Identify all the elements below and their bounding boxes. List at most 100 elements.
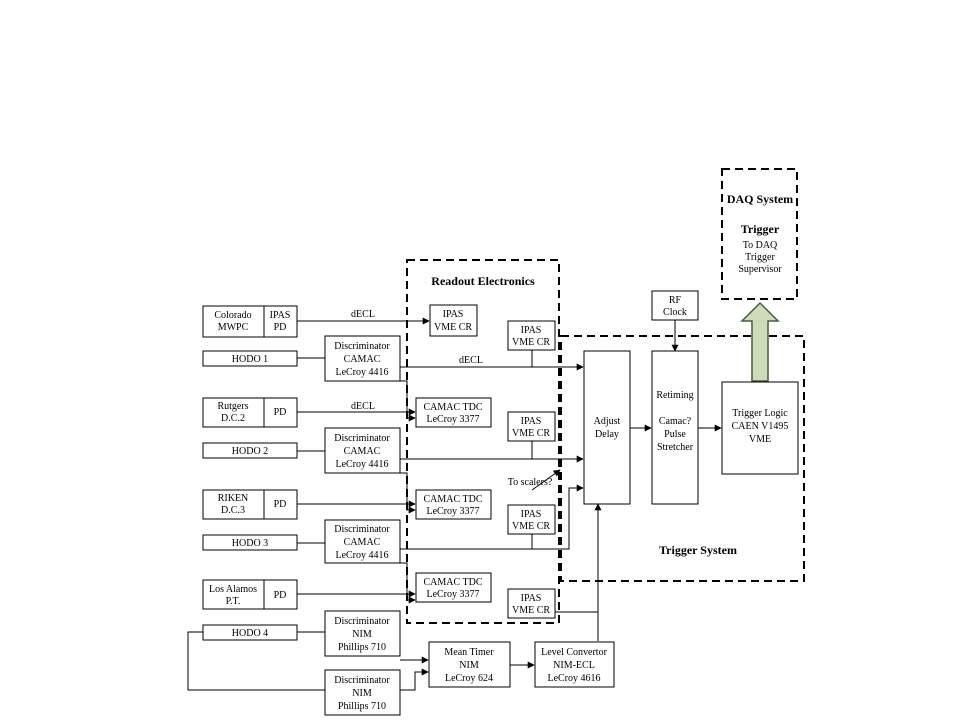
svg-text:LeCroy 624: LeCroy 624	[445, 673, 493, 684]
svg-text:PD: PD	[274, 407, 287, 418]
svg-text:LeCroy 4616: LeCroy 4616	[547, 673, 600, 684]
svg-text:IPAS: IPAS	[443, 309, 464, 320]
hodo3-box: HODO 3	[202, 534, 298, 551]
svg-text:VME CR: VME CR	[434, 322, 472, 333]
svg-text:IPAS: IPAS	[270, 310, 291, 321]
daq-line: To DAQ	[743, 240, 778, 251]
svg-text:Trigger Logic: Trigger Logic	[732, 408, 788, 419]
adjust-delay-box: Adjust Delay	[583, 350, 631, 505]
svg-text:VME: VME	[749, 434, 771, 445]
daq-system-group: DAQ System Trigger To DAQ Trigger Superv…	[721, 168, 798, 300]
svg-text:HODO 2: HODO 2	[232, 446, 268, 457]
svg-text:Mean Timer: Mean Timer	[444, 647, 494, 658]
ipas-vme-cr-3: IPAS VME CR	[507, 504, 556, 535]
discriminator-camac-2: Discriminator CAMAC LeCroy 4416	[324, 427, 401, 474]
hodo1-box: HODO 1	[202, 350, 298, 367]
decl-label: dECL	[351, 401, 375, 412]
svg-text:Camac?: Camac?	[659, 416, 692, 427]
los-alamos-pt-box: Los Alamos P.T. PD	[202, 579, 298, 610]
svg-text:LeCroy 3377: LeCroy 3377	[426, 414, 479, 425]
svg-text:PD: PD	[274, 590, 287, 601]
svg-text:LeCroy 3377: LeCroy 3377	[426, 589, 479, 600]
svg-text:Discriminator: Discriminator	[334, 616, 390, 627]
svg-text:Phillips 710: Phillips 710	[338, 701, 386, 712]
svg-text:CAEN V1495: CAEN V1495	[732, 421, 789, 432]
svg-text:CAMAC TDC: CAMAC TDC	[424, 494, 483, 505]
svg-text:Los Alamos: Los Alamos	[209, 584, 257, 595]
svg-text:CAMAC TDC: CAMAC TDC	[424, 577, 483, 588]
trigger-to-daq-arrow	[740, 301, 780, 382]
svg-text:LeCroy 4416: LeCroy 4416	[335, 550, 388, 561]
svg-text:NIM: NIM	[352, 629, 372, 640]
svg-text:CAMAC: CAMAC	[344, 537, 381, 548]
hodo2-box: HODO 2	[202, 442, 298, 459]
svg-text:RF: RF	[669, 295, 682, 306]
rf-clock-box: RF Clock	[651, 290, 699, 321]
svg-text:Pulse: Pulse	[664, 429, 686, 440]
svg-text:LeCroy 4416: LeCroy 4416	[335, 367, 388, 378]
ipas-vme-cr-top: IPAS VME CR	[429, 304, 478, 337]
svg-text:VME CR: VME CR	[512, 521, 550, 532]
riken-dc3-box: RIKEN D.C.3 PD	[202, 489, 298, 520]
svg-text:Adjust: Adjust	[594, 416, 621, 427]
rutgers-dc2-box: Rutgers D.C.2 PD	[202, 397, 298, 428]
daq-line: Supervisor	[738, 264, 782, 275]
svg-text:Discriminator: Discriminator	[334, 433, 390, 444]
hodo4-box: HODO 4	[202, 624, 298, 641]
svg-text:PD: PD	[274, 499, 287, 510]
discriminator-nim-b: Discriminator NIM Phillips 710	[324, 669, 401, 716]
svg-text:NIM-ECL: NIM-ECL	[553, 660, 595, 671]
wire-labels: dECL dECL dECL To scalers?	[351, 309, 553, 488]
svg-text:IPAS: IPAS	[521, 509, 542, 520]
discriminator-camac-3: Discriminator CAMAC LeCroy 4416	[324, 519, 401, 564]
trigger-system-group: Trigger System	[560, 335, 805, 582]
discriminator-nim-a: Discriminator NIM Phillips 710	[324, 610, 401, 657]
svg-text:D.C.2: D.C.2	[221, 413, 245, 424]
svg-text:IPAS: IPAS	[521, 593, 542, 604]
svg-text:Discriminator: Discriminator	[334, 524, 390, 535]
svg-text:LeCroy 4416: LeCroy 4416	[335, 459, 388, 470]
camac-tdc-2: CAMAC TDC LeCroy 3377	[415, 489, 492, 520]
level-convertor-box: Level Convertor NIM-ECL LeCroy 4616	[534, 641, 615, 688]
svg-text:P.T.: P.T.	[226, 596, 241, 607]
svg-text:Retiming: Retiming	[656, 390, 693, 401]
svg-text:HODO 3: HODO 3	[232, 538, 268, 549]
mean-timer-box: Mean Timer NIM LeCroy 624	[428, 641, 511, 688]
svg-text:VME CR: VME CR	[512, 428, 550, 439]
svg-text:HODO 1: HODO 1	[232, 354, 268, 365]
svg-text:VME CR: VME CR	[512, 337, 550, 348]
daq-system-title: DAQ System	[727, 192, 793, 206]
ipas-vme-cr-2: IPAS VME CR	[507, 411, 556, 442]
ipas-vme-cr-1: IPAS VME CR	[507, 320, 556, 351]
svg-text:NIM: NIM	[352, 688, 372, 699]
svg-text:Colorado: Colorado	[214, 310, 251, 321]
decl-label: dECL	[459, 355, 483, 366]
readout-electronics-group: Readout Electronics	[406, 259, 560, 624]
svg-text:MWPC: MWPC	[218, 322, 249, 333]
svg-text:Phillips 710: Phillips 710	[338, 642, 386, 653]
discriminator-camac-1: Discriminator CAMAC LeCroy 4416	[324, 335, 401, 382]
svg-text:CAMAC: CAMAC	[344, 354, 381, 365]
camac-tdc-1: CAMAC TDC LeCroy 3377	[415, 397, 492, 428]
decl-label: dECL	[351, 309, 375, 320]
to-scalers-label: To scalers?	[508, 477, 553, 488]
camac-tdc-3: CAMAC TDC LeCroy 3377	[415, 572, 492, 603]
svg-text:Discriminator: Discriminator	[334, 341, 390, 352]
svg-text:D.C.3: D.C.3	[221, 505, 245, 516]
daq-trigger-title: Trigger	[741, 222, 780, 236]
svg-text:IPAS: IPAS	[521, 325, 542, 336]
svg-text:CAMAC TDC: CAMAC TDC	[424, 402, 483, 413]
svg-text:NIM: NIM	[459, 660, 479, 671]
svg-text:LeCroy 3377: LeCroy 3377	[426, 506, 479, 517]
svg-text:PD: PD	[274, 322, 287, 333]
trigger-logic-box: Trigger Logic CAEN V1495 VME	[721, 381, 799, 475]
svg-text:Rutgers: Rutgers	[217, 401, 248, 412]
svg-text:Level Convertor: Level Convertor	[541, 647, 607, 658]
svg-text:Discriminator: Discriminator	[334, 675, 390, 686]
retiming-box: Retiming Camac? Pulse Stretcher	[651, 350, 699, 505]
svg-text:Stretcher: Stretcher	[657, 442, 694, 453]
colorado-mwpc-box: Colorado MWPC IPAS PD	[202, 305, 298, 338]
wires	[187, 317, 722, 691]
trigger-system-title: Trigger System	[659, 543, 737, 557]
